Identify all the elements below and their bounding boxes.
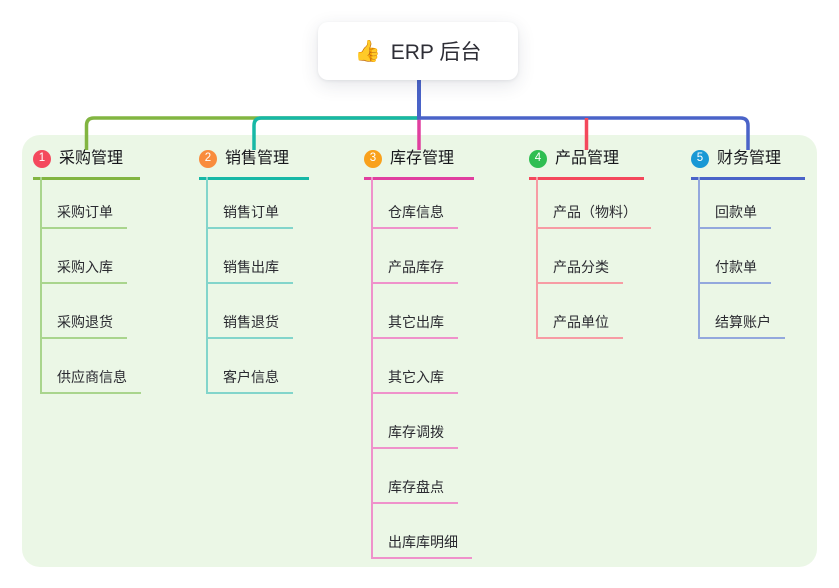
child-label: 结算账户: [715, 314, 771, 331]
branch-title: 采购管理: [59, 150, 124, 167]
branch-child-connector: [206, 177, 208, 394]
child-item[interactable]: 采购退货: [40, 284, 127, 339]
branch-title: 销售管理: [225, 150, 290, 167]
branch-header-1[interactable]: 1 采购管理: [33, 147, 140, 180]
child-item[interactable]: 销售出库: [206, 229, 293, 284]
child-item[interactable]: 其它出库: [371, 284, 458, 339]
branch-title: 库存管理: [390, 150, 455, 167]
branch-child-connector: [40, 177, 42, 394]
child-label: 出库库明细: [388, 534, 458, 551]
child-item[interactable]: 出库库明细: [371, 504, 472, 559]
child-label: 客户信息: [223, 369, 279, 386]
branch-child-connector: [698, 177, 700, 339]
child-label: 回款单: [715, 204, 757, 221]
child-label: 其它入库: [388, 369, 444, 386]
child-label: 产品库存: [388, 259, 444, 276]
branch-header-5[interactable]: 5 财务管理: [691, 147, 805, 180]
branch-number-badge: 1: [33, 150, 51, 168]
child-label: 仓库信息: [388, 204, 444, 221]
child-label: 其它出库: [388, 314, 444, 331]
root-label: ERP 后台: [390, 41, 482, 64]
child-item[interactable]: 销售订单: [206, 177, 293, 229]
child-label: 销售订单: [223, 204, 279, 221]
child-item[interactable]: 仓库信息: [371, 177, 458, 229]
branch-title: 产品管理: [555, 150, 620, 167]
child-label: 产品（物料）: [553, 204, 637, 221]
child-item[interactable]: 产品分类: [536, 229, 623, 284]
branch-children-4: 产品（物料） 产品分类产品单位: [529, 177, 651, 339]
child-item[interactable]: 产品库存: [371, 229, 458, 284]
branch-children-2: 销售订单销售出库销售退货客户信息: [199, 177, 293, 394]
branch-number-badge: 4: [529, 150, 547, 168]
branch-children-1: 采购订单采购入库采购退货供应商信息: [33, 177, 141, 394]
branch-header-2[interactable]: 2 销售管理: [199, 147, 309, 180]
branch-children-3: 仓库信息产品库存其它出库其它入库库存调拨库存盘点出库库明细: [364, 177, 472, 559]
branch-number-badge: 5: [691, 150, 709, 168]
child-item[interactable]: 销售退货: [206, 284, 293, 339]
child-label: 销售退货: [223, 314, 279, 331]
child-item[interactable]: 采购订单: [40, 177, 127, 229]
child-label: 库存盘点: [388, 479, 444, 496]
thumbs-up-icon: 👍: [354, 39, 381, 63]
child-item[interactable]: 供应商信息: [40, 339, 141, 394]
branch-children-5: 回款单付款单结算账户: [691, 177, 785, 339]
child-item[interactable]: 回款单: [698, 177, 771, 229]
branch-title: 财务管理: [717, 150, 782, 167]
branch-header-4[interactable]: 4 产品管理: [529, 147, 644, 180]
child-label: 产品单位: [553, 314, 609, 331]
child-item[interactable]: 采购入库: [40, 229, 127, 284]
child-item[interactable]: 结算账户: [698, 284, 785, 339]
branch-header-3[interactable]: 3 库存管理: [364, 147, 474, 180]
branch-child-connector: [536, 177, 538, 339]
child-label: 库存调拨: [388, 424, 444, 441]
child-item[interactable]: 产品（物料）: [536, 177, 651, 229]
child-label: 销售出库: [223, 259, 279, 276]
branch-child-connector: [371, 177, 373, 559]
branch-number-badge: 3: [364, 150, 382, 168]
branch-number-badge: 2: [199, 150, 217, 168]
child-label: 采购退货: [57, 314, 113, 331]
child-item[interactable]: 其它入库: [371, 339, 458, 394]
child-item[interactable]: 客户信息: [206, 339, 293, 394]
root-node[interactable]: 👍 ERP 后台: [318, 22, 518, 80]
child-label: 产品分类: [553, 259, 609, 276]
child-label: 供应商信息: [57, 369, 127, 386]
child-item[interactable]: 产品单位: [536, 284, 623, 339]
child-label: 采购入库: [57, 259, 113, 276]
branches-panel: [22, 135, 817, 567]
child-item[interactable]: 库存盘点: [371, 449, 458, 504]
child-item[interactable]: 付款单: [698, 229, 771, 284]
child-label: 付款单: [715, 259, 757, 276]
child-label: 采购订单: [57, 204, 113, 221]
child-item[interactable]: 库存调拨: [371, 394, 458, 449]
